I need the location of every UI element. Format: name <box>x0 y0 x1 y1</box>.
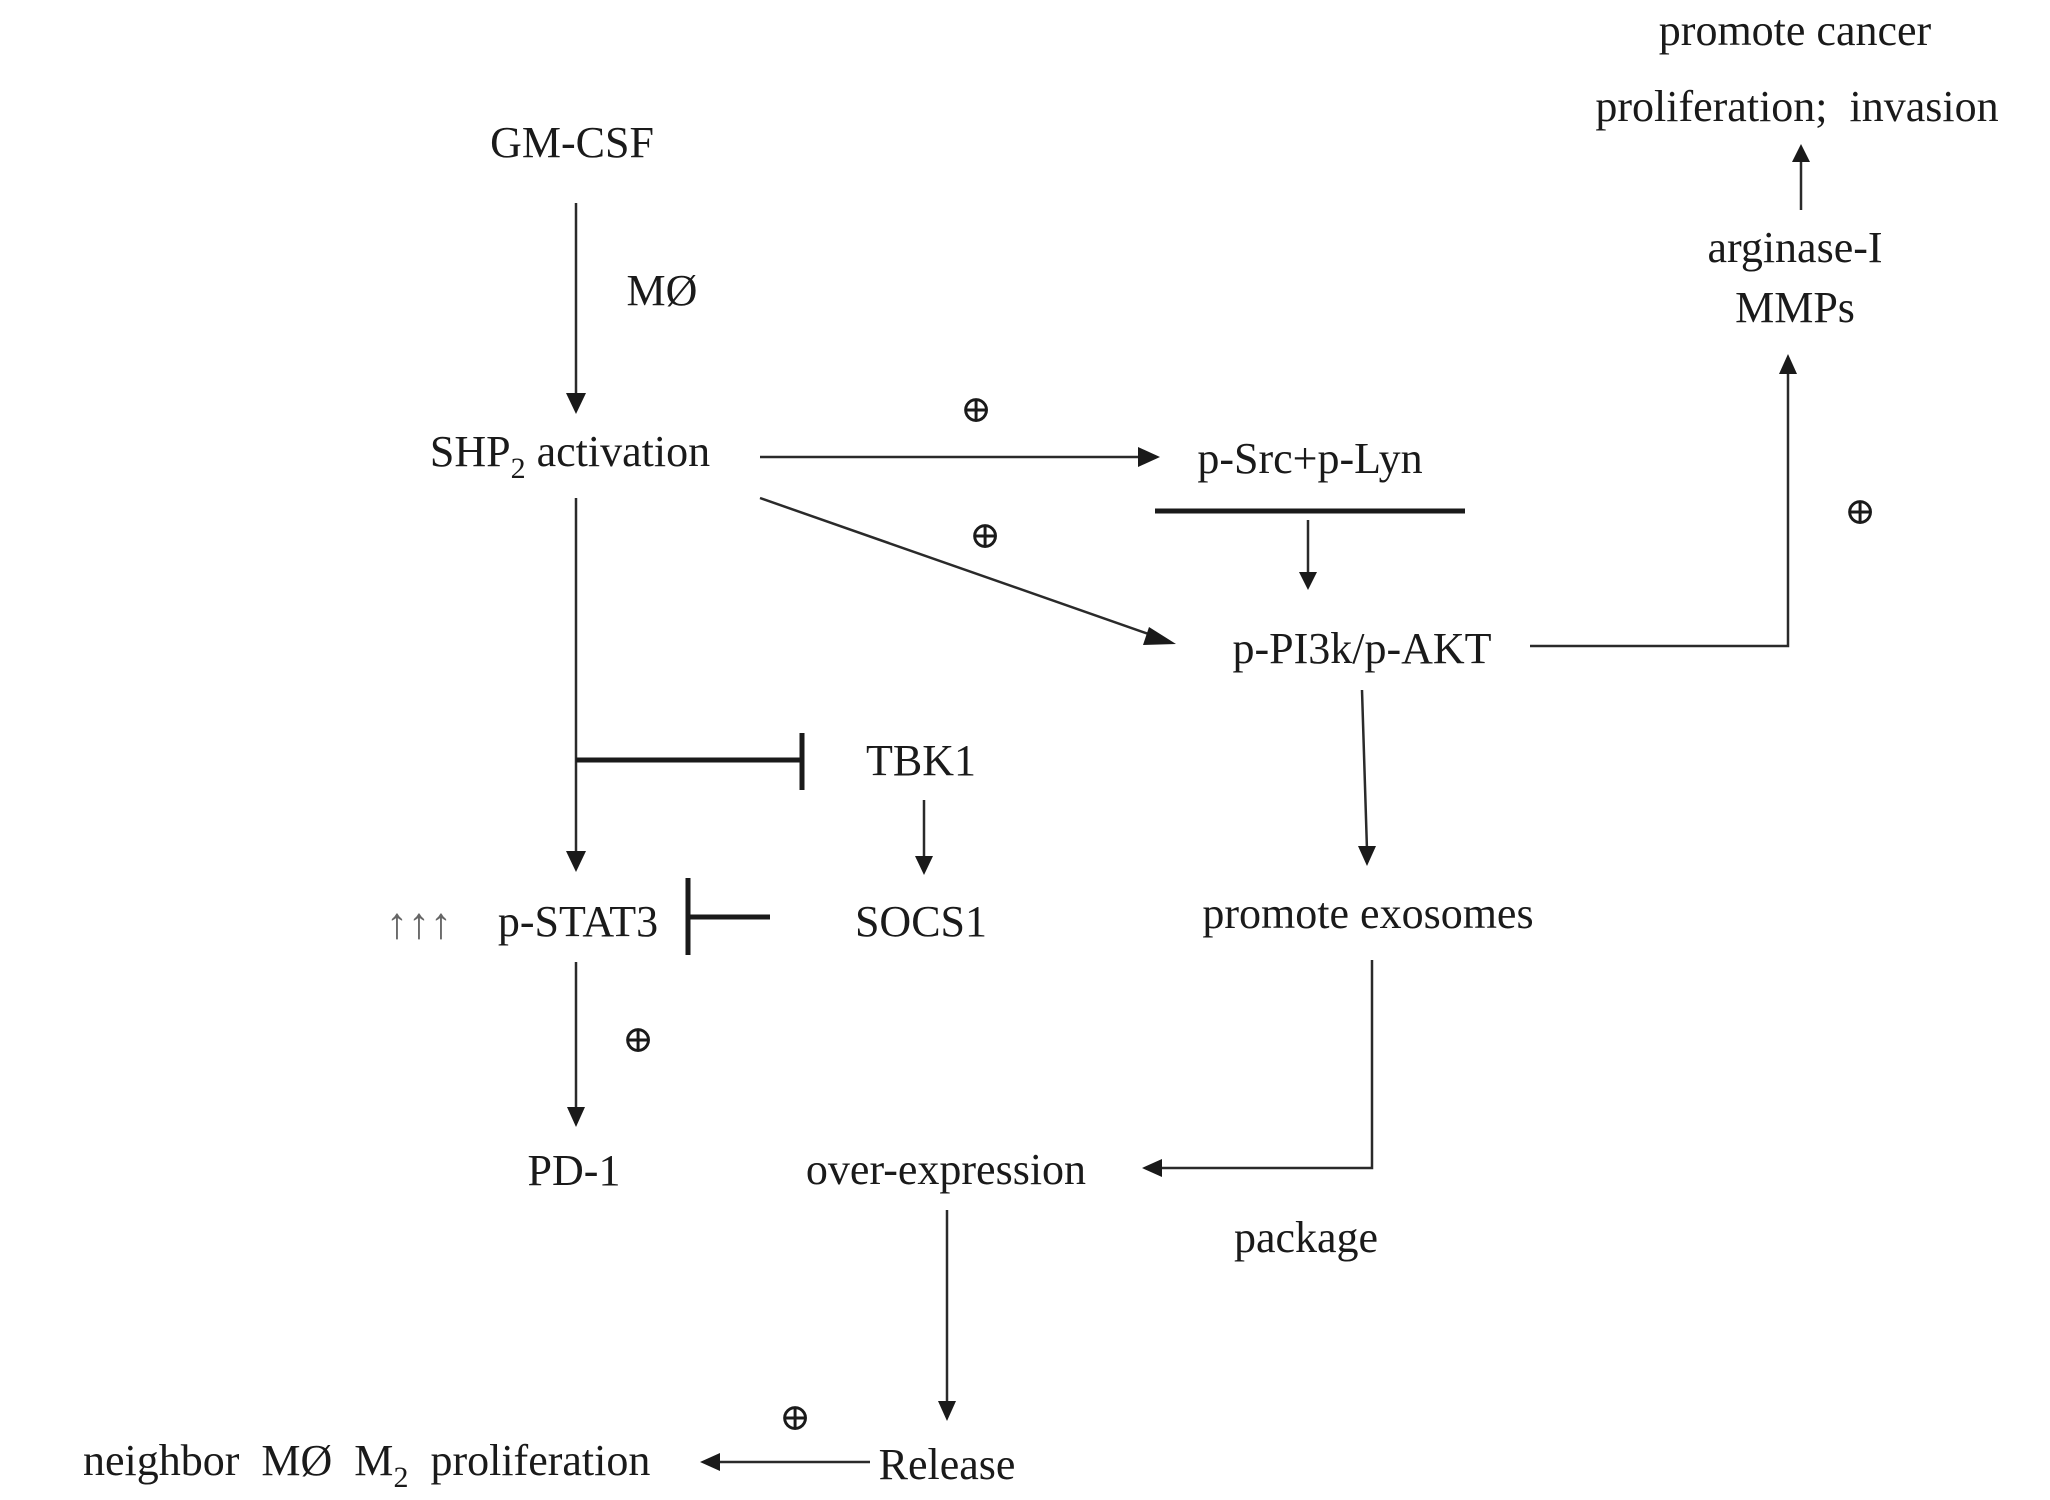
arrowhead-icon <box>1143 627 1176 645</box>
arrowhead-icon <box>1138 447 1160 467</box>
arrowhead-icon <box>700 1453 720 1471</box>
edge-ppi3k-arginase <box>1530 354 1797 648</box>
promote-sign-shp2-psrc: ⊕ <box>960 389 992 431</box>
node-gm-csf: GM-CSF <box>490 118 654 167</box>
arrowhead-icon <box>566 851 586 872</box>
node-shp2-activation: SHP2 activation <box>430 427 710 485</box>
arrowhead-icon <box>1792 144 1810 162</box>
shp2-rest: activation <box>526 427 711 476</box>
node-mmps: MMPs <box>1735 283 1855 332</box>
node-promote-cancer: promote cancer <box>1659 6 1932 55</box>
up-arrows-icon: ↑↑↑ <box>386 899 452 948</box>
edge-arginase-cancer <box>1792 144 1810 210</box>
arrowhead-icon <box>1299 572 1317 590</box>
arrowhead-icon <box>1142 1159 1162 1177</box>
neighbor-rest: proliferation <box>408 1436 650 1485</box>
node-pd1: PD-1 <box>528 1146 621 1195</box>
node-arginase-i: arginase-I <box>1707 223 1882 272</box>
arrowhead-icon <box>1779 354 1797 374</box>
promote-sign-release-neighbor: ⊕ <box>779 1397 811 1439</box>
node-neighbor-m2-proliferation: neighbor MØ M2 proliferation <box>28 1436 683 1494</box>
neighbor-subscript: 2 <box>393 1461 408 1494</box>
arrowhead-icon <box>938 1401 956 1421</box>
promote-sign-ppi3k-arginase: ⊕ <box>1844 491 1876 533</box>
edge-pstat3-pd1 <box>567 962 585 1127</box>
edge-ppi3k-exosomes <box>1358 689 1376 866</box>
arrowhead-icon <box>915 856 933 875</box>
promote-sign-pstat3-pd1: ⊕ <box>622 1019 654 1061</box>
node-over-expression: over-expression <box>806 1145 1086 1194</box>
node-promote-exosomes: promote exosomes <box>1202 889 1533 938</box>
node-pstat3: p-STAT3 <box>498 897 658 946</box>
edge-shp2-inhibits-tbk1 <box>576 733 805 790</box>
node-ppi3k-pakt: p-PI3k/p-AKT <box>1232 624 1491 673</box>
label-macrophage: MØ <box>627 266 698 315</box>
edge-shp2-pstat3 <box>566 498 586 872</box>
edge-overexpression-release <box>938 1210 956 1421</box>
arrowhead-icon <box>1358 846 1376 866</box>
promote-sign-shp2-ppi3k: ⊕ <box>969 515 1001 557</box>
label-package: package <box>1234 1213 1378 1262</box>
edge-release-neighbor <box>700 1453 870 1471</box>
edge-exosomes-overexpression <box>1142 960 1374 1177</box>
edge-gmcsf-shp2 <box>566 203 586 414</box>
edge-shp2-psrc <box>760 447 1160 467</box>
edge-psrc-ppi3k <box>1299 520 1317 590</box>
node-psrc-plyn: p-Src+p-Lyn <box>1197 434 1422 483</box>
arrowhead-icon <box>566 393 586 414</box>
edge-tbk1-socs1 <box>915 800 933 875</box>
neighbor-main: neighbor MØ M <box>83 1436 393 1485</box>
shp2-main: SHP <box>430 427 511 476</box>
edge-shp2-ppi3k <box>759 496 1176 645</box>
shp2-subscript: 2 <box>511 452 526 485</box>
node-tbk1: TBK1 <box>866 736 976 785</box>
node-release: Release <box>879 1440 1016 1489</box>
edge-socs1-inhibits-pstat3 <box>685 878 770 955</box>
node-socs1: SOCS1 <box>855 897 987 946</box>
arrowhead-icon <box>567 1107 585 1127</box>
node-proliferation-invasion: proliferation; invasion <box>1595 82 1998 131</box>
